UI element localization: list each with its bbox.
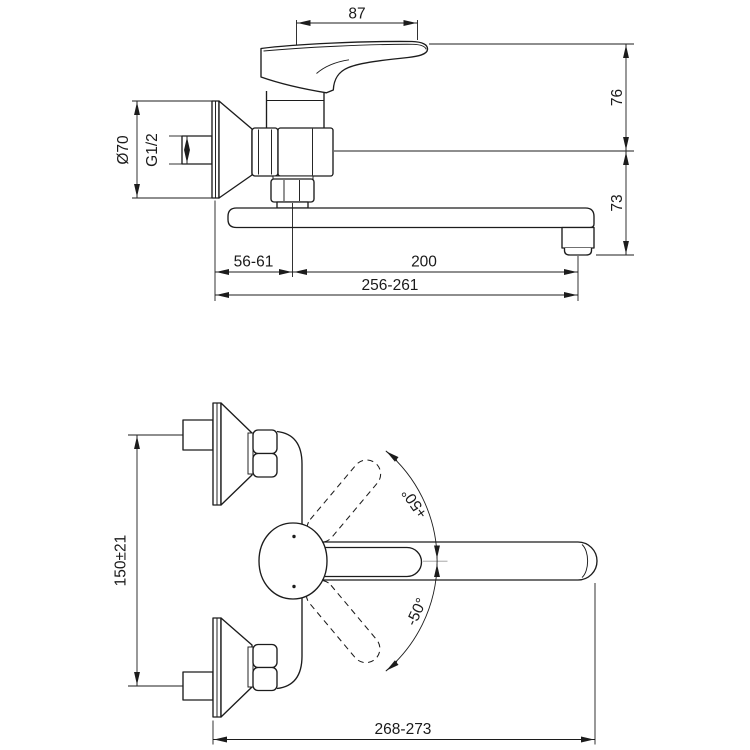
plan-spout (322, 541, 598, 581)
plan-upper-stub (182, 419, 214, 451)
dim-heights-76-73: 76 73 (334, 43, 634, 256)
side-spout-tube (227, 207, 595, 229)
dim-inlet-spacing-group: 150±21 (113, 434, 183, 687)
dim-total-reach-label: 256-261 (362, 277, 419, 294)
plan-view: +50° -50° 150±21 268-273 (113, 402, 598, 745)
side-spout-nut (270, 178, 315, 203)
plan-lower-nut-collar (247, 646, 254, 688)
side-wall-stub (181, 135, 213, 165)
side-handle-lever (260, 40, 429, 94)
dim-handle-length-label: 87 (348, 6, 365, 23)
plan-upper-nut-cell-2 (252, 452, 278, 478)
plan-swivel-arc (385, 450, 438, 672)
side-union-nut (251, 127, 279, 177)
plan-dome-dot-bottom (292, 584, 296, 589)
plan-dome-dot-top (292, 534, 296, 539)
plan-upper-nut-cell-1 (252, 429, 278, 455)
dim-height-spout-label: 73 (609, 194, 626, 211)
side-handle-top-edge-line (263, 43, 427, 52)
dim-height-top-label: 76 (609, 89, 626, 106)
plan-lower-nut-cell-2 (252, 666, 278, 692)
side-body-block (277, 127, 334, 177)
side-outlet-aerator (563, 248, 593, 256)
dim-thread-size-label: G1/2 (144, 133, 161, 167)
plan-spout-tip-inner-arc (581, 544, 589, 578)
plan-upper-cone (220, 402, 253, 506)
dim-thread-g12: G1/2 (144, 133, 190, 167)
dim-handle-length-87: 87 (296, 6, 418, 45)
dim-total-depth-label: 268-273 (375, 721, 432, 738)
dim-inlet-spacing-label: 150±21 (113, 535, 130, 587)
dim-flange-diameter-label: Ø70 (115, 135, 132, 165)
plan-handle-center (325, 546, 423, 578)
plan-lower-cone (220, 617, 253, 718)
dim-flange-diameter-70: Ø70 (115, 100, 212, 199)
plan-arc-arrow-top (386, 451, 399, 462)
side-view: 87 76 73 Ø70 G1/2 (115, 6, 634, 301)
dim-wall-to-axis-label: 56-61 (234, 254, 274, 271)
dim-swivel-down-label: -50° (403, 595, 430, 628)
side-outlet-nozzle (561, 226, 595, 249)
plan-lower-nut-cell-1 (252, 643, 278, 669)
dim-swivel-up-label: +50° (399, 485, 432, 521)
side-handle-neck-highlight (316, 59, 350, 74)
plan-arc-arrow-bottom (386, 660, 399, 671)
dim-reach-group: 56-61 200 256-261 (214, 200, 579, 301)
plan-lower-stub (182, 671, 214, 701)
dim-spout-reach-label: 200 (411, 254, 437, 271)
side-escutcheon-cone (218, 100, 253, 199)
plan-handle-dome (258, 522, 328, 600)
plan-upper-nut-collar (247, 432, 254, 475)
dim-total-depth-group: 268-273 (212, 583, 596, 745)
